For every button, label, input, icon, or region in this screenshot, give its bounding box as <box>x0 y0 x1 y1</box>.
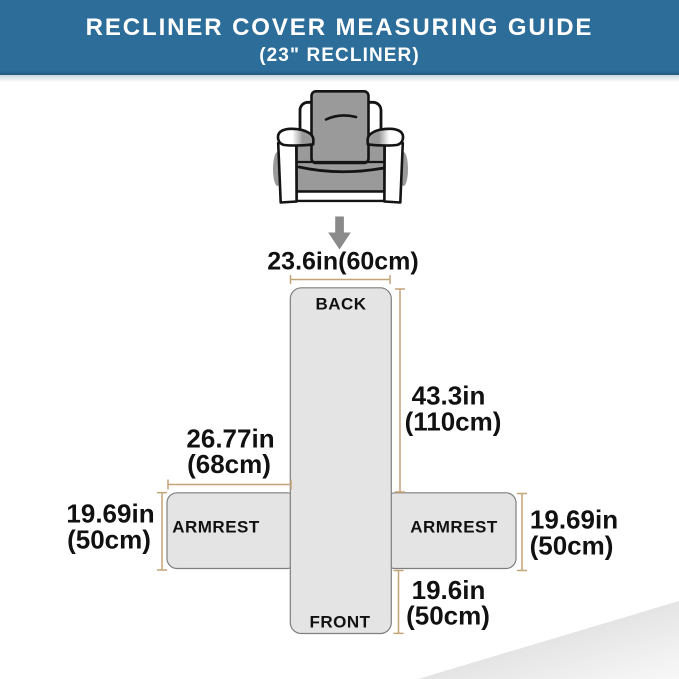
svg-text:BACK: BACK <box>315 294 366 313</box>
svg-text:ARMREST: ARMREST <box>410 518 498 537</box>
svg-text:23.6in(60cm): 23.6in(60cm) <box>267 248 418 276</box>
svg-text:43.3in: 43.3in <box>412 381 486 411</box>
svg-text:(50cm): (50cm) <box>530 531 614 561</box>
svg-text:(50cm): (50cm) <box>67 525 151 555</box>
svg-text:(110cm): (110cm) <box>405 407 502 437</box>
svg-text:19.69in: 19.69in <box>66 499 154 529</box>
svg-text:(50cm): (50cm) <box>406 601 490 631</box>
svg-text:(68cm): (68cm) <box>187 449 271 479</box>
svg-text:19.69in: 19.69in <box>530 505 618 535</box>
svg-text:ARMREST: ARMREST <box>172 518 260 537</box>
svg-text:19.6in: 19.6in <box>412 575 486 605</box>
svg-text:26.77in: 26.77in <box>186 424 274 454</box>
svg-text:FRONT: FRONT <box>309 613 370 632</box>
